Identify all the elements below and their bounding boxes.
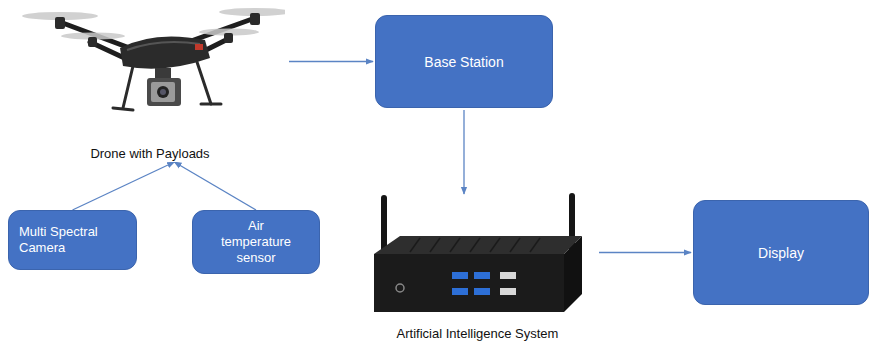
ai-computer-illustration bbox=[360, 192, 595, 322]
node-caption: Drone with Payloads bbox=[88, 146, 211, 162]
node-label: Base Station bbox=[424, 54, 503, 70]
flow-arrow bbox=[289, 61, 373, 62]
flow-arrow bbox=[463, 110, 464, 194]
computer-node: Artificial Intelligence System bbox=[360, 196, 595, 342]
process-box: Base Station bbox=[375, 15, 553, 108]
flow-arrow bbox=[73, 162, 175, 210]
node-label: Display bbox=[758, 245, 804, 261]
node-caption: Artificial Intelligence System bbox=[395, 326, 561, 342]
flow-arrow bbox=[599, 252, 691, 253]
drone-illustration bbox=[15, 0, 285, 135]
drone-node: Drone with Payloads bbox=[15, 0, 285, 162]
node-label: Multi Spectral Camera bbox=[19, 224, 126, 256]
process-box: Display bbox=[693, 200, 869, 305]
node-label: Air temperature sensor bbox=[215, 218, 297, 266]
flow-arrow bbox=[174, 162, 256, 210]
payload-box: Air temperature sensor bbox=[192, 210, 320, 274]
payload-box: Multi Spectral Camera bbox=[8, 210, 137, 270]
